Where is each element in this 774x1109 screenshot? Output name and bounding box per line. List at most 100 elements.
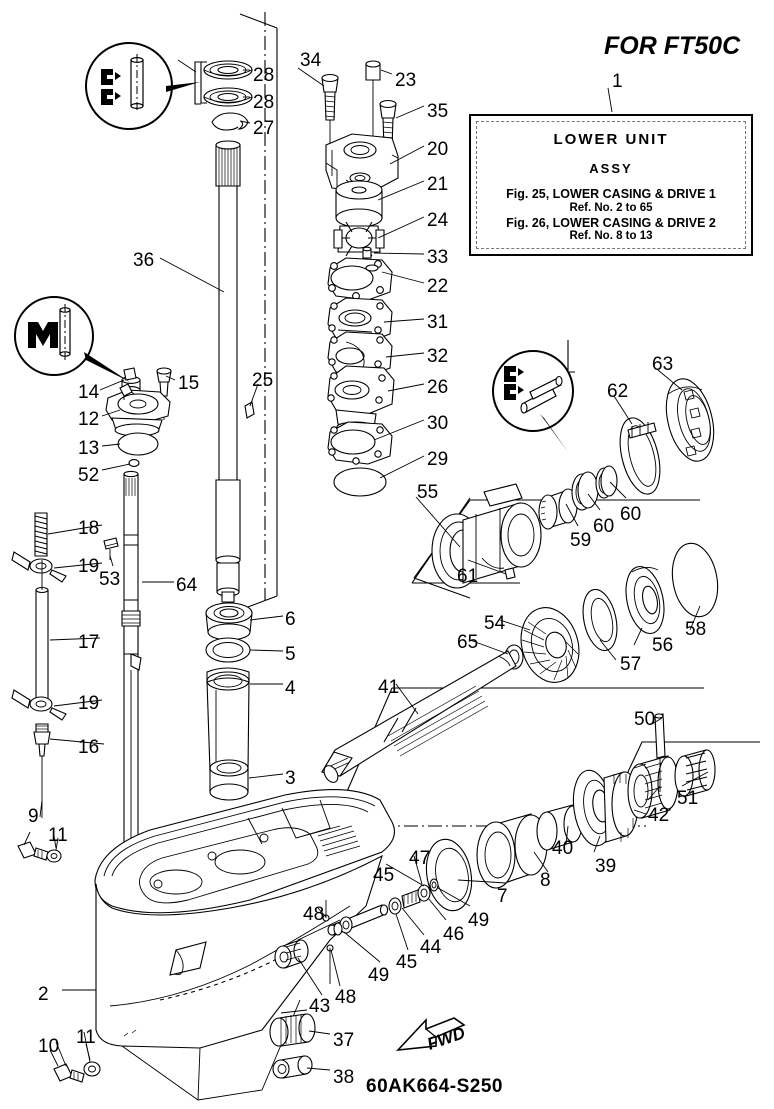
part-36-drive-shaft xyxy=(215,140,241,603)
callout-number-26: 26 xyxy=(427,377,449,398)
part-33-dowel xyxy=(362,246,372,278)
callout-number-18: 18 xyxy=(78,518,100,539)
callout-number-64: 64 xyxy=(176,575,198,596)
part-31-plate xyxy=(327,297,393,343)
callout-number-36: 36 xyxy=(133,250,155,271)
callout-number-13: 13 xyxy=(78,438,100,459)
callout-number-44: 44 xyxy=(420,937,442,958)
callout-number-22: 22 xyxy=(427,276,449,297)
callout-number-31: 31 xyxy=(427,312,449,333)
document-code: 60AK664-S250 xyxy=(366,1076,503,1097)
part-61-pin xyxy=(504,567,516,580)
callout-number-32: 32 xyxy=(427,346,449,367)
callout-number-55: 55 xyxy=(417,482,439,503)
detail-bubble-mid-left xyxy=(14,296,94,376)
callout-number-20: 20 xyxy=(427,139,449,160)
part-53-clip xyxy=(103,537,119,560)
part-27-circlip xyxy=(211,112,249,131)
fwd-arrow-icon xyxy=(396,1017,466,1052)
title-line-1: LOWER UNIT xyxy=(553,131,669,148)
callout-number-8: 8 xyxy=(540,870,551,891)
shaft-detail xyxy=(59,304,71,360)
part-56-ball-bearing xyxy=(625,565,665,635)
callout-number-48: 48 xyxy=(335,987,357,1008)
part-9-screw xyxy=(17,831,49,861)
callout-number-5: 5 xyxy=(285,644,296,665)
part-50-cross-pin xyxy=(654,713,666,792)
part-49-washer-a xyxy=(339,916,353,934)
grease-symbol xyxy=(504,366,524,400)
part-16-bolt xyxy=(33,723,51,818)
callout-number-12: 12 xyxy=(78,409,100,430)
callout-number-11: 11 xyxy=(76,1027,96,1048)
part-14-washer xyxy=(121,367,141,394)
part-32-plate xyxy=(327,331,393,377)
callout-number-46: 46 xyxy=(443,924,465,945)
callout-number-3: 3 xyxy=(285,768,296,789)
part-20-pump-housing xyxy=(325,133,399,193)
callout-number-62: 62 xyxy=(607,381,629,402)
part-28-bearing-lower xyxy=(203,87,253,107)
callout-number-65: 65 xyxy=(457,632,479,653)
callout-number-57: 57 xyxy=(620,654,642,675)
callout-number-9: 9 xyxy=(28,806,39,827)
callout-number-21: 21 xyxy=(427,174,449,195)
part-21-impeller-cup xyxy=(335,180,383,228)
part-63-bearing-race xyxy=(665,378,715,462)
part-57-shim xyxy=(582,588,618,652)
callout-number-48: 48 xyxy=(303,904,325,925)
callout-number-50: 50 xyxy=(634,709,656,730)
part-3-bearing xyxy=(209,759,249,801)
callout-number-34: 34 xyxy=(300,50,322,71)
part-12-pump-body xyxy=(105,383,171,437)
shaft-detail xyxy=(130,54,144,112)
callout-number-61: 61 xyxy=(457,566,479,587)
callout-number-23: 23 xyxy=(395,70,417,91)
part-26-housing xyxy=(327,365,395,433)
callout-number-6: 6 xyxy=(285,609,296,630)
callout-number-15: 15 xyxy=(178,373,200,394)
callout-number-28: 28 xyxy=(253,65,275,86)
part-22-gasket xyxy=(327,257,393,301)
part-19-wing-nut-upper xyxy=(11,551,67,583)
part-4-sleeve xyxy=(206,667,250,772)
callout-number-33: 33 xyxy=(427,247,449,268)
callout-number-27: 27 xyxy=(253,118,275,139)
part-5-oring xyxy=(205,637,251,663)
callout-number-35: 35 xyxy=(427,101,449,122)
part-13-oring xyxy=(117,432,159,456)
part-45-washer-a xyxy=(333,922,343,936)
callout-number-54: 54 xyxy=(484,613,506,634)
part-65-shim xyxy=(504,644,524,670)
grease-symbol xyxy=(101,69,121,105)
title-block: LOWER UNIT ASSY Fig. 25, LOWER CASING & … xyxy=(469,114,753,256)
part-62-retainer-ring xyxy=(619,417,661,495)
part-47-washer xyxy=(417,884,431,902)
part-35-bolt xyxy=(379,99,397,149)
callout-number-41: 41 xyxy=(378,677,400,698)
callout-number-1: 1 xyxy=(612,71,623,92)
part-49-washer-b xyxy=(429,878,439,892)
part-6-bearing-housing xyxy=(205,602,253,641)
callout-number-60: 60 xyxy=(620,504,642,525)
part-2-lower-casing xyxy=(94,789,395,1101)
part-59-roller-bearing xyxy=(538,488,578,530)
callout-number-49: 49 xyxy=(468,910,490,931)
callout-number-16: 16 xyxy=(78,737,100,758)
callout-number-11: 11 xyxy=(48,825,68,846)
callout-number-40: 40 xyxy=(552,838,574,859)
callout-number-28: 28 xyxy=(253,92,275,113)
part-34-bolt xyxy=(321,73,339,168)
callout-number-45: 45 xyxy=(373,865,395,886)
callout-number-4: 4 xyxy=(285,678,296,699)
callout-number-30: 30 xyxy=(427,413,449,434)
part-25-pin xyxy=(244,401,255,419)
callout-number-38: 38 xyxy=(333,1067,355,1088)
model-label: FOR FT50C xyxy=(604,32,741,60)
part-48-pin-b xyxy=(326,944,334,984)
callout-number-45: 45 xyxy=(396,952,418,973)
part-30-gasket xyxy=(327,421,393,465)
callout-number-24: 24 xyxy=(427,210,449,231)
callout-number-25: 25 xyxy=(252,370,274,391)
part-18-spring xyxy=(34,512,48,557)
